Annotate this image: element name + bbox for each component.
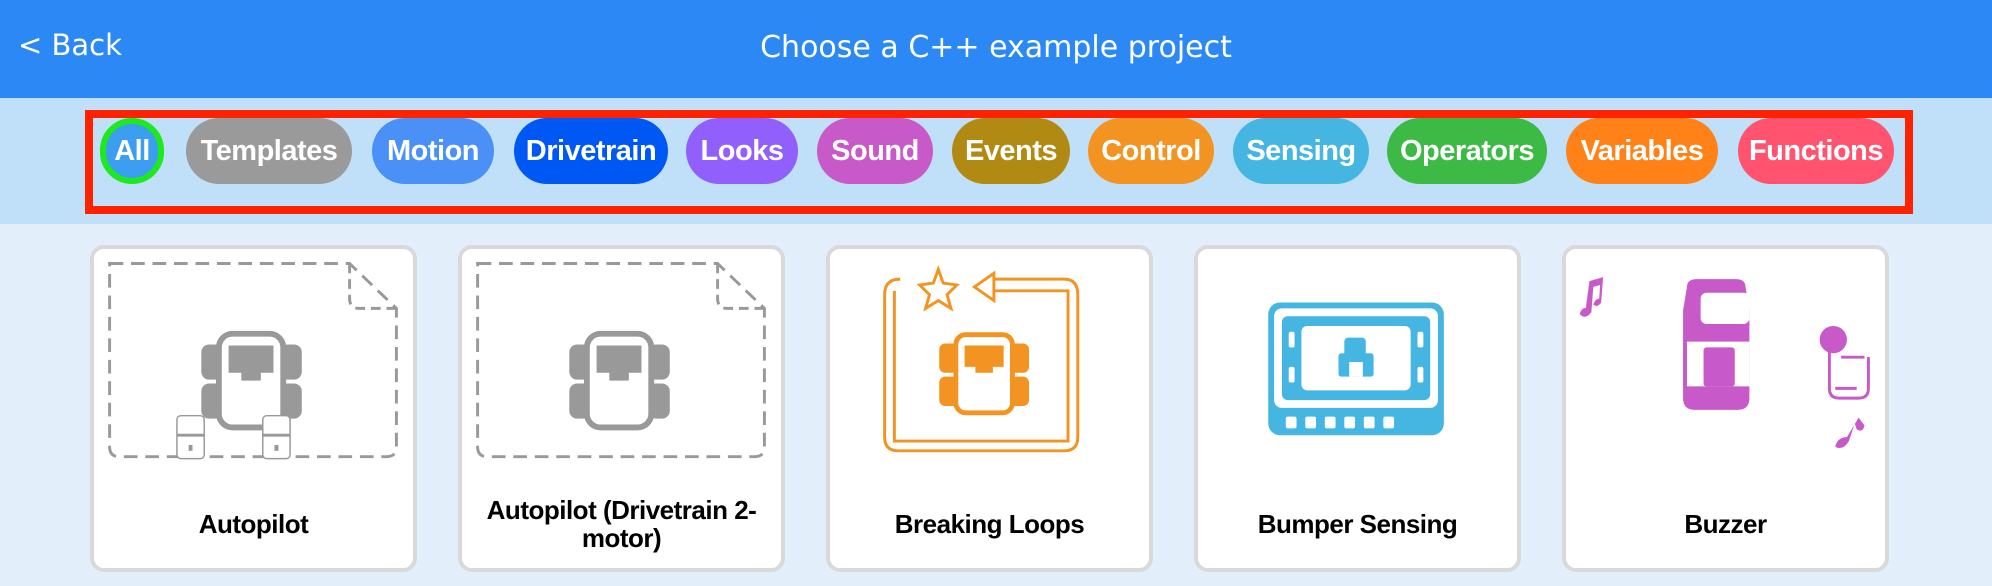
robot-template-icon xyxy=(108,262,398,460)
filter-control[interactable]: Control xyxy=(1088,118,1214,184)
project-card-autopilot-drivetrain-2-motor[interactable]: Autopilot (Drivetrain 2-motor) xyxy=(458,245,785,572)
filter-all[interactable]: All xyxy=(100,118,164,184)
filter-events[interactable]: Events xyxy=(952,118,1070,184)
top-bar: < Back Choose a C++ example project xyxy=(0,0,1992,98)
project-card-breaking-loops[interactable]: Breaking Loops xyxy=(826,245,1153,572)
project-title: Buzzer xyxy=(1684,509,1767,539)
project-grid: Autopilot Autopilot (Drivetrain 2-motor) xyxy=(0,224,1992,586)
filter-looks[interactable]: Looks xyxy=(686,118,798,184)
brain-screen-icon xyxy=(1268,302,1444,436)
back-button[interactable]: < Back xyxy=(18,28,122,62)
page-title: Choose a C++ example project xyxy=(760,30,1232,65)
category-pills: All Templates Motion Drivetrain Looks So… xyxy=(0,98,1992,224)
filter-variables[interactable]: Variables xyxy=(1566,118,1718,184)
project-title: Autopilot xyxy=(198,509,309,539)
filter-drivetrain[interactable]: Drivetrain xyxy=(514,118,668,184)
project-card-autopilot[interactable]: Autopilot xyxy=(90,245,417,572)
project-card-bumper-sensing[interactable]: Bumper Sensing xyxy=(1194,245,1521,572)
category-filter-bar: All Templates Motion Drivetrain Looks So… xyxy=(0,98,1992,224)
filter-templates[interactable]: Templates xyxy=(186,118,352,184)
filter-operators[interactable]: Operators xyxy=(1387,118,1547,184)
project-card-buzzer[interactable]: Buzzer xyxy=(1562,245,1889,572)
project-title: Bumper Sensing xyxy=(1257,509,1458,539)
robot-template-icon xyxy=(476,262,766,459)
filter-sensing[interactable]: Sensing xyxy=(1233,118,1369,184)
filter-highlight-frame xyxy=(85,110,1913,214)
filter-functions[interactable]: Functions xyxy=(1738,118,1894,184)
project-title: Breaking Loops xyxy=(894,509,1085,539)
project-title: Autopilot (Drivetrain 2-motor) xyxy=(486,495,757,553)
filter-sound[interactable]: Sound xyxy=(817,118,933,184)
loop-robot-icon xyxy=(883,265,1080,453)
filter-motion[interactable]: Motion xyxy=(372,118,494,184)
buzzer-icon xyxy=(1579,277,1870,449)
